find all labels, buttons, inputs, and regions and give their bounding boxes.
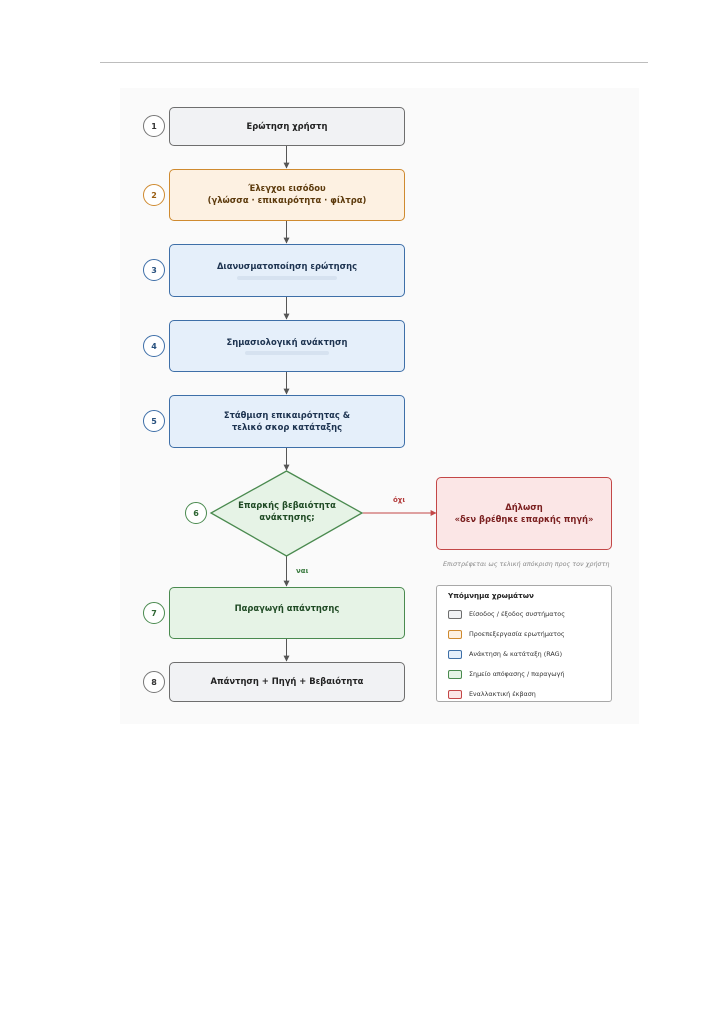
node-recency-weighting: Στάθμιση επικαιρότητας & τελικό σκορ κατ…: [169, 395, 405, 448]
legend-label: Σημείο απόφασης / παραγωγή: [469, 670, 565, 678]
step-number-badge: 7: [143, 602, 165, 624]
color-legend: Υπόμνημα χρωμάτων Είσοδος / έξοδος συστή…: [436, 585, 612, 702]
node-sublabel: (γλώσσα · επικαιρότητα · φίλτρα): [207, 195, 367, 205]
legend-label: Ανάκτηση & κατάταξη (RAG): [469, 650, 563, 658]
legend-swatch: [448, 609, 462, 619]
node-label: Έλεγχοι εισόδου: [248, 183, 326, 194]
step-number-badge: 2: [143, 184, 165, 206]
legend-item: Είσοδος / έξοδος συστήματος: [448, 608, 565, 620]
decision-line-2: βεβαιότητα ανάκτησης;: [259, 500, 336, 522]
legend-label: Εναλλακτική έκβαση: [469, 690, 536, 698]
node-user-question: Ερώτηση χρήστη: [169, 107, 405, 146]
blurred-detail: [237, 275, 337, 280]
legend-label: Προεπεξεργασία ερωτήματος: [469, 630, 565, 638]
node-answer-generation: Παραγωγή απάντησης: [169, 587, 405, 639]
legend-swatch: [448, 629, 462, 639]
legend-title: Υπόμνημα χρωμάτων: [448, 591, 534, 600]
node-input-checks: Έλεγχοι εισόδου (γλώσσα · επικαιρότητα ·…: [169, 169, 405, 221]
decision-line-1: Επαρκής: [238, 500, 280, 510]
node-label: Απάντηση + Πηγή + Βεβαιότητα: [210, 676, 364, 687]
decision-diamond: [209, 470, 364, 557]
step-number-badge: 1: [143, 115, 165, 137]
node-final-answer: Απάντηση + Πηγή + Βεβαιότητα: [169, 662, 405, 702]
legend-item: Ανάκτηση & κατάταξη (RAG): [448, 648, 562, 660]
legend-swatch: [448, 649, 462, 659]
decision-label: Επαρκής βεβαιότητα ανάκτησης;: [218, 500, 356, 524]
node-label: Ερώτηση χρήστη: [246, 120, 328, 131]
legend-item: Εναλλακτική έκβαση: [448, 688, 536, 700]
node-label: Παραγωγή απάντησης: [234, 602, 340, 613]
node-sublabel: τελικό σκορ κατάταξης: [231, 421, 343, 432]
step-number-badge: 8: [143, 671, 165, 693]
node-no-source-statement: Δήλωση «δεν βρέθηκε επαρκής πηγή»: [436, 477, 612, 550]
step-number-badge: 6: [185, 502, 207, 524]
legend-item: Σημείο απόφασης / παραγωγή: [448, 668, 564, 680]
node-label: Διανυσματοποίηση ερώτησης: [216, 261, 358, 272]
blurred-detail: [245, 351, 329, 356]
legend-swatch: [448, 669, 462, 679]
legend-label: Είσοδος / έξοδος συστήματος: [469, 610, 565, 618]
legend-item: Προεπεξεργασία ερωτήματος: [448, 628, 565, 640]
edge-label-no: όχι: [393, 496, 406, 504]
step-number-badge: 5: [143, 410, 165, 432]
node-label: Σημασιολογική ανάκτηση: [226, 336, 348, 347]
node-semantic-retrieval: Σημασιολογική ανάκτηση: [169, 320, 405, 372]
legend-swatch: [448, 689, 462, 699]
node-label: Δήλωση: [505, 501, 543, 512]
node-sublabel: «δεν βρέθηκε επαρκής πηγή»: [454, 513, 594, 524]
node-label: Στάθμιση επικαιρότητας &: [223, 409, 351, 420]
final-response-note: Επιστρέφεται ως τελική απόκριση προς τον…: [443, 560, 610, 568]
step-number-badge: 3: [143, 259, 165, 281]
step-number-badge: 4: [143, 335, 165, 357]
node-query-vectorization: Διανυσματοποίηση ερώτησης: [169, 244, 405, 297]
top-rule: [100, 62, 648, 63]
edge-label-yes: ναι: [296, 567, 309, 575]
